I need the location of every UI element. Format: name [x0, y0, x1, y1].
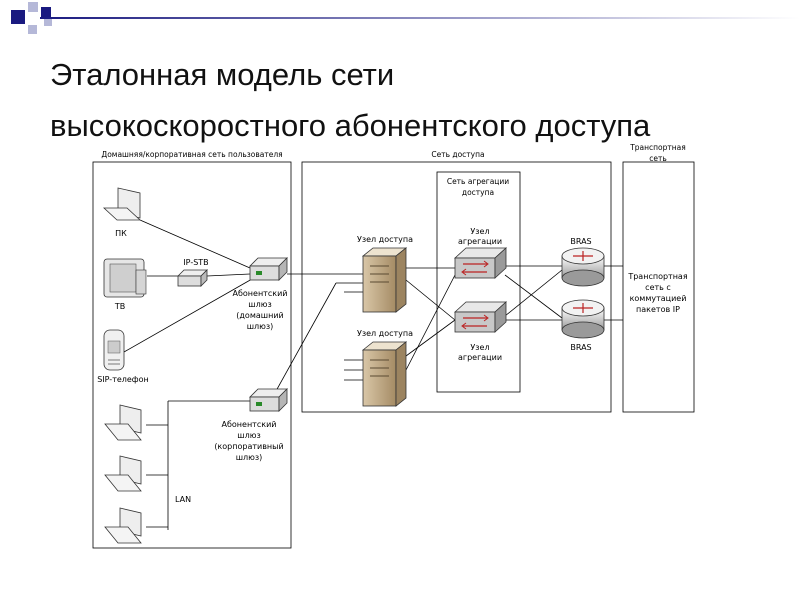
transport-network-zone — [622, 161, 695, 413]
aggregation-network-zone — [436, 171, 521, 393]
aggregation-node-label-2b: агрегации — [458, 353, 502, 362]
header-gradient-line — [40, 17, 800, 19]
home-gateway-label-3: (домашний — [236, 311, 283, 320]
corner-square-dark-2 — [41, 7, 51, 17]
aggregation-switch-icon-2 — [453, 301, 508, 333]
corp-gateway-label-3: (корпоративный — [214, 442, 283, 451]
transport-network-label-4: пакетов IP — [636, 305, 680, 314]
aggregation-node-label-1a: Узел — [470, 227, 489, 236]
home-network-zone — [92, 161, 292, 549]
slide-title-line-1: Эталонная модель сети — [50, 57, 395, 92]
aggregation-node-label-1b: агрегации — [458, 237, 502, 246]
bras-router-icon-1 — [561, 247, 605, 287]
transport-network-label-1: Транспортная — [627, 272, 687, 281]
transport-network-label-2: сеть с — [645, 283, 671, 292]
aggregation-zone-label-1: Сеть агрегации — [447, 177, 509, 186]
home-zone-label: Домашняя/корпоративная сеть пользователя — [101, 150, 282, 159]
access-node-label-1: Узел доступа — [357, 235, 413, 244]
bras-label-1: BRAS — [570, 237, 591, 246]
lan-label: LAN — [175, 495, 191, 504]
bras-router-icon-2 — [561, 299, 605, 339]
aggregation-node-label-2a: Узел — [470, 343, 489, 352]
access-node-server-icon-1 — [361, 247, 408, 313]
pc-laptop-icon — [102, 187, 142, 221]
tv-icon — [103, 258, 147, 298]
corner-square-light-2 — [28, 25, 37, 34]
transport-zone-label-1: Транспортная — [629, 143, 686, 152]
corp-gateway-label-4: шлюз) — [236, 453, 263, 462]
access-node-label-2: Узел доступа — [357, 329, 413, 338]
connection-lines — [123, 219, 623, 530]
home-gateway-icon — [249, 257, 288, 281]
access-network-zone — [301, 161, 612, 413]
corner-square-dark-1 — [11, 10, 25, 24]
home-gateway-label-1: Абонентский — [233, 289, 288, 298]
home-gateway-label-2: шлюз — [248, 300, 271, 309]
aggregation-switch-icon-1 — [453, 247, 508, 279]
access-zone-label: Сеть доступа — [431, 150, 484, 159]
aggregation-zone-label-2: доступа — [462, 188, 494, 197]
tv-label: ТВ — [114, 302, 125, 311]
pc-label: ПК — [115, 229, 127, 238]
corner-square-light-1 — [28, 2, 38, 12]
ip-stb-icon — [177, 269, 208, 287]
corp-laptop-icon-2 — [104, 455, 142, 492]
sip-phone-icon — [103, 329, 125, 371]
home-gateway-label-4: шлюз) — [247, 322, 274, 331]
corp-laptop-icon-1 — [104, 404, 142, 441]
corp-gateway-label-1: Абонентский — [222, 420, 277, 429]
bras-label-2: BRAS — [570, 343, 591, 352]
transport-zone-label-2: сеть — [649, 154, 667, 163]
ipstb-label: IP-STB — [183, 258, 208, 267]
corp-gateway-icon — [249, 388, 288, 412]
corp-laptop-icon-3 — [104, 507, 142, 544]
slide-title-line-2: высокоскоростного абонентского доступа — [50, 108, 651, 143]
transport-network-label-3: коммутацией — [630, 294, 687, 303]
corner-square-light-3 — [44, 18, 52, 26]
sip-phone-label: SIP-телефон — [97, 375, 149, 384]
corp-gateway-label-2: шлюз — [237, 431, 260, 440]
access-node-server-icon-2 — [361, 341, 408, 407]
